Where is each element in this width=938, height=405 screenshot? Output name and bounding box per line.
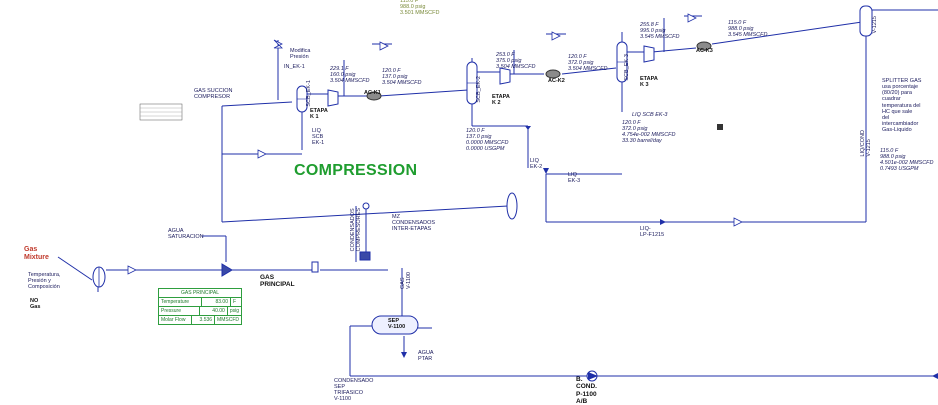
label-stream-s5: 120.0 F 137.0 psig 0.0000 MMSCFD 0.0000 …	[466, 128, 509, 153]
stream-ack3-out[interactable]	[711, 21, 863, 45]
label-stream-s4: 120.0 F 372.0 psig 3.504 MMSCFD	[568, 54, 608, 73]
label-stream-s3: 253.0 F 375.0 psig 3.504 MMSCFD	[496, 52, 536, 71]
stream-ack1-out[interactable]	[379, 89, 469, 97]
label-ac-k3: AC-K3	[696, 48, 713, 54]
label-stream-s8: 120.0 F 372.0 psig 4.754e-002 MMSCFD 33.…	[622, 120, 676, 145]
valve-modifica[interactable]	[273, 39, 283, 49]
label-top-stream: 115.0 F 988.0 psig 3.501 MMSCFD	[400, 0, 440, 17]
table-cell-value: 40.00	[200, 307, 228, 315]
label-stream-s9: 115.0 F 988.0 psig 4.501e-002 MMSCFD 0.7…	[880, 148, 934, 173]
label-scb-ek3: SCB_EK-3	[624, 54, 630, 81]
label-stream-s1: 229.1 F 160.0 psig 3.504 MMSCFD	[330, 66, 370, 85]
table-cell-unit: MMSCFD	[217, 317, 239, 323]
label-stream-s6: 255.8 F 995.0 psig 3.545 MMSCFD	[640, 22, 680, 41]
valve-k1-top[interactable]	[379, 41, 389, 51]
label-gas-principal: GAS PRINCIPAL	[260, 274, 295, 289]
table-cell-unit: F	[233, 299, 237, 305]
vessel-v1215[interactable]	[859, 5, 873, 37]
cooler-ac-k3[interactable]	[696, 41, 712, 51]
stream-recycle-bottom[interactable]	[221, 205, 509, 223]
info-panel-right	[717, 124, 723, 130]
arrow-ek2-liq	[525, 126, 531, 130]
mixer-gas-principal[interactable]	[221, 263, 233, 277]
cooler-ac-k1[interactable]	[366, 91, 382, 101]
arrow-ek3-liq	[543, 168, 549, 174]
arrow-condensate-out	[932, 373, 938, 379]
gas-principal-table-header: GAS PRINCIPAL	[159, 289, 241, 298]
label-b-cond: B. COND. P-1100 A/B	[576, 376, 597, 405]
page-title: COMPRESSION	[294, 162, 418, 179]
table-row: Temperature 83.00 F	[159, 298, 241, 307]
label-ac-k1: AC-K1	[364, 90, 381, 96]
mixer-condensados[interactable]	[359, 251, 371, 261]
condensate-valve-top[interactable]	[362, 202, 370, 210]
label-gas-succion: GAS SUCCION COMPRESOR	[194, 88, 233, 101]
label-agua-ptar: AGUA PTAR	[418, 350, 434, 363]
label-ac-k2: AC-K2	[548, 78, 565, 84]
valve-lp-f1215[interactable]	[733, 217, 743, 227]
label-modifica: Modifica Presión	[290, 48, 311, 61]
valve-recycle[interactable]	[257, 149, 267, 159]
scrubber-ek2[interactable]	[466, 61, 478, 105]
table-row: Molar Flow 3.536 MMSCFD	[159, 316, 241, 324]
table-cell-value: 3.536	[192, 316, 216, 324]
label-stream-s7: 115.0 F 988.0 psig 3.545 MMSCFD	[728, 20, 768, 39]
label-scb-ek1: SCB_EK-1	[306, 80, 312, 107]
gas-principal-table: GAS PRINCIPAL Temperature 83.00 F Pressu…	[158, 288, 242, 325]
label-condensados-compresores: CONDENSADOS COMPRESORES	[350, 208, 363, 252]
compressor-k1[interactable]	[327, 89, 339, 107]
arrow-lp-out	[660, 219, 666, 225]
label-stream-s2: 120.0 F 137.0 psig 3.504 MMSCFD	[382, 68, 422, 87]
label-liq-ek2: LIQ EK-2	[530, 158, 543, 171]
label-mz-cond: MZ CONDENSADOS INTER-ETAPAS	[392, 214, 436, 233]
label-liq-scb-ek3: LIQ SCB EK-3	[632, 112, 668, 118]
stream-ack2-out[interactable]	[561, 67, 617, 75]
label-in-ek1: IN_EK-1	[284, 64, 305, 70]
table-row: Pressure 40.00 psig	[159, 307, 241, 316]
scrubber-ek3[interactable]	[616, 41, 628, 83]
label-scb-ek2: SCB_EK-2	[476, 76, 482, 103]
label-liq-lp: LIQ- LP-F1215	[640, 226, 665, 239]
label-agua-saturacion: AGUA SATURACION	[168, 228, 204, 241]
label-etapa-k1: ETAPA K 1	[310, 108, 328, 121]
stream-k3-out[interactable]	[651, 47, 697, 53]
label-v1215: V-1215	[872, 16, 878, 34]
label-no-gas: NO Gas	[30, 298, 41, 311]
table-cell-value: 83.00	[202, 298, 231, 306]
label-liq-scb-ek1: LIQ SCB EK-1	[312, 128, 325, 147]
compressor-k3[interactable]	[643, 45, 655, 63]
label-liq-cond: LIQ/COND V-1215	[860, 130, 873, 157]
inlet-valve[interactable]	[311, 261, 319, 273]
scrubber-ek1[interactable]	[296, 85, 308, 113]
label-sep-v1100: SEP V-1100	[388, 318, 406, 331]
gas-liquid-exchanger[interactable]	[506, 192, 518, 220]
table-cell-label: Temperature	[159, 298, 202, 306]
table-cell-unit: psig	[229, 308, 239, 314]
table-cell-label: Molar Flow	[159, 316, 193, 324]
pump-p1100[interactable]	[586, 370, 598, 382]
label-etapa-k2: ETAPA K 2	[492, 94, 510, 107]
separator-v1100[interactable]	[371, 315, 419, 335]
info-panel-left	[139, 103, 183, 121]
label-gas-v1100: GAS V-1100	[400, 272, 413, 290]
stream-suction-top[interactable]	[221, 101, 293, 107]
cooler-ac-k2[interactable]	[545, 69, 561, 79]
feed-exchanger[interactable]	[92, 266, 106, 288]
compressor-k2[interactable]	[499, 67, 511, 85]
label-gas-mixture: Gas Mixture	[24, 246, 49, 261]
label-etapa-k3: ETAPA K 3	[640, 76, 658, 89]
label-splitter: SPLITTER GAS usa porcentaje (80/20) para…	[882, 78, 922, 134]
label-liq-ek3: LIQ EK-3	[568, 172, 581, 185]
valve-k3-top[interactable]	[687, 13, 697, 23]
stream-feed[interactable]	[57, 256, 93, 281]
label-feed-note: Temperatura, Presión y Composición	[28, 272, 61, 291]
valve-feed[interactable]	[127, 265, 137, 275]
valve-k2-top[interactable]	[551, 31, 561, 41]
arrow-sep-water	[401, 352, 407, 358]
label-condensado-sep: CONDENSADO SEP TRIFASICO V-1100	[334, 378, 374, 403]
table-cell-label: Pressure	[159, 307, 201, 315]
